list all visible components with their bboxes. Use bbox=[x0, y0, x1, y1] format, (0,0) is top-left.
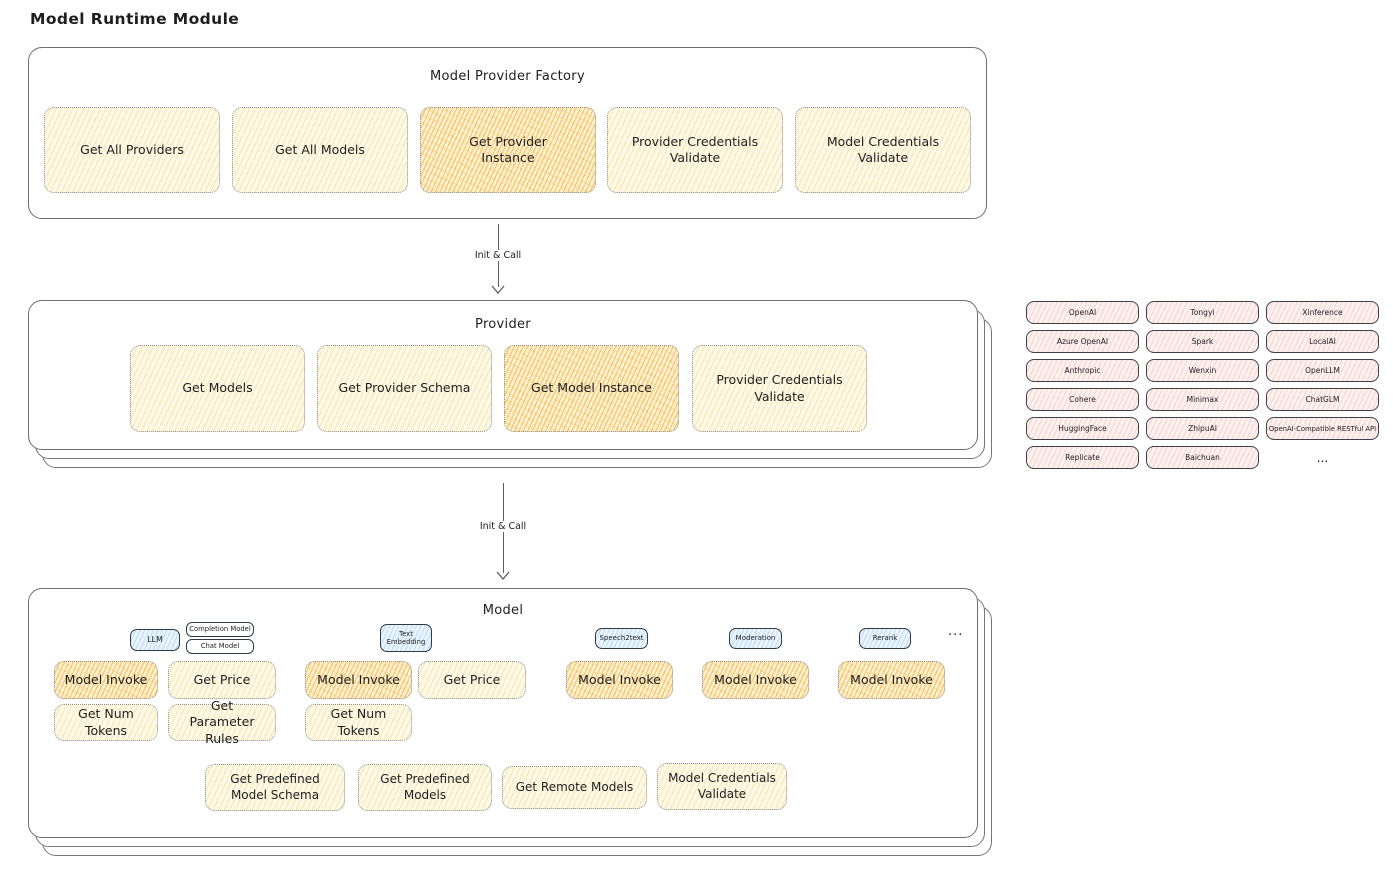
model-box-get-num-tokens-text-embedding: Get Num Tokens bbox=[305, 704, 412, 741]
model-box-get-price-text-embedding: Get Price bbox=[418, 661, 526, 699]
chip-anthropic: Anthropic bbox=[1026, 359, 1139, 382]
tag-rerank: Rerank bbox=[859, 628, 911, 649]
model-box-get-predefined-models-label: Get Predefined Models bbox=[380, 771, 470, 802]
factory-box-provider-credentials-validate: Provider Credentials Validate bbox=[607, 107, 783, 193]
model-box-get-remote-models: Get Remote Models bbox=[502, 766, 647, 809]
provider-box-get-models: Get Models bbox=[130, 345, 305, 432]
factory-box-get-provider-instance-label: Get Provider Instance bbox=[469, 133, 547, 165]
arrow-label: Init & Call bbox=[470, 250, 526, 261]
chip-azure-openai: Azure OpenAI bbox=[1026, 330, 1139, 353]
model-box-model-credentials-validate-label: Model Credentials Validate bbox=[668, 770, 776, 801]
arrow-down-icon bbox=[491, 285, 505, 294]
factory-box-get-all-models: Get All Models bbox=[232, 107, 408, 193]
chip-replicate: Replicate bbox=[1026, 446, 1139, 469]
provider-box-get-provider-schema: Get Provider Schema bbox=[317, 345, 492, 432]
tag-moderation: Moderation bbox=[729, 628, 782, 649]
model-box-model-invoke-rerank: Model Invoke bbox=[838, 661, 945, 699]
model-box-model-credentials-validate: Model Credentials Validate bbox=[657, 763, 787, 810]
provider-title: Provider bbox=[475, 317, 531, 332]
model-box-get-num-tokens-llm: Get Num Tokens bbox=[54, 704, 158, 741]
model-box-model-invoke-speech2text: Model Invoke bbox=[566, 661, 673, 699]
chip-wenxin: Wenxin bbox=[1146, 359, 1259, 382]
model-box-model-invoke-llm: Model Invoke bbox=[54, 661, 158, 699]
tags-more-ellipsis: ... bbox=[948, 624, 964, 639]
model-box-get-parameter-rules-label: Get Parameter Rules bbox=[189, 698, 255, 746]
model-box-get-predefined-model-schema-label: Get Predefined Model Schema bbox=[230, 771, 320, 802]
tag-text-embedding: Text Embedding bbox=[380, 624, 432, 652]
chip-cohere: Cohere bbox=[1026, 388, 1139, 411]
page-title: Model Runtime Module bbox=[30, 10, 240, 28]
factory-box-get-all-providers: Get All Providers bbox=[44, 107, 220, 193]
chip-more-ellipsis: ... bbox=[1316, 450, 1329, 465]
tag-llm: LLM bbox=[130, 629, 180, 651]
factory-title: Model Provider Factory bbox=[430, 69, 585, 84]
arrow-label: Init & Call bbox=[475, 521, 531, 532]
factory-box-model-credentials-validate-label: Model Credentials Validate bbox=[826, 133, 940, 165]
provider-box-provider-credentials-validate-label: Provider Credentials Validate bbox=[716, 372, 843, 404]
chip-chatglm: ChatGLM bbox=[1266, 388, 1379, 411]
arrow-provider-to-model: Init & Call bbox=[443, 483, 563, 580]
chip-openai: OpenAI bbox=[1026, 301, 1139, 324]
model-box-get-predefined-model-schema: Get Predefined Model Schema bbox=[205, 764, 345, 811]
chip-xinference: Xinference bbox=[1266, 301, 1379, 324]
tag-completion-model: Completion Model bbox=[186, 622, 254, 637]
model-box-model-invoke-moderation: Model Invoke bbox=[702, 661, 809, 699]
chip-openllm: OpenLLM bbox=[1266, 359, 1379, 382]
model-box-get-predefined-models: Get Predefined Models bbox=[358, 764, 492, 811]
arrow-down-icon bbox=[496, 571, 510, 580]
provider-box-get-model-instance: Get Model Instance bbox=[504, 345, 679, 432]
factory-box-get-provider-instance: Get Provider Instance bbox=[420, 107, 596, 193]
tag-speech2text: Speech2text bbox=[595, 628, 648, 649]
provider-grid: OpenAI Tongyi Xinference Azure OpenAI Sp… bbox=[1026, 301, 1379, 469]
chip-openai-compatible-restful-api: OpenAI-Compatible RESTful API bbox=[1266, 417, 1379, 440]
chip-localai: LocalAI bbox=[1266, 330, 1379, 353]
chip-spark: Spark bbox=[1146, 330, 1259, 353]
chip-tongyi: Tongyi bbox=[1146, 301, 1259, 324]
chip-minimax: Minimax bbox=[1146, 388, 1259, 411]
provider-box-provider-credentials-validate: Provider Credentials Validate bbox=[692, 345, 867, 432]
factory-box-provider-credentials-validate-label: Provider Credentials Validate bbox=[631, 133, 759, 165]
arrow-factory-to-provider: Init & Call bbox=[438, 224, 558, 294]
model-box-get-price-llm: Get Price bbox=[168, 661, 276, 699]
tag-chat-model: Chat Model bbox=[186, 639, 254, 654]
model-box-get-parameter-rules: Get Parameter Rules bbox=[168, 698, 276, 746]
model-box-model-invoke-text-embedding: Model Invoke bbox=[305, 661, 412, 699]
chip-baichuan: Baichuan bbox=[1146, 446, 1259, 469]
chip-huggingface: HuggingFace bbox=[1026, 417, 1139, 440]
chip-zhipuai: ZhipuAI bbox=[1146, 417, 1259, 440]
factory-box-model-credentials-validate: Model Credentials Validate bbox=[795, 107, 971, 193]
model-title: Model bbox=[482, 603, 524, 618]
